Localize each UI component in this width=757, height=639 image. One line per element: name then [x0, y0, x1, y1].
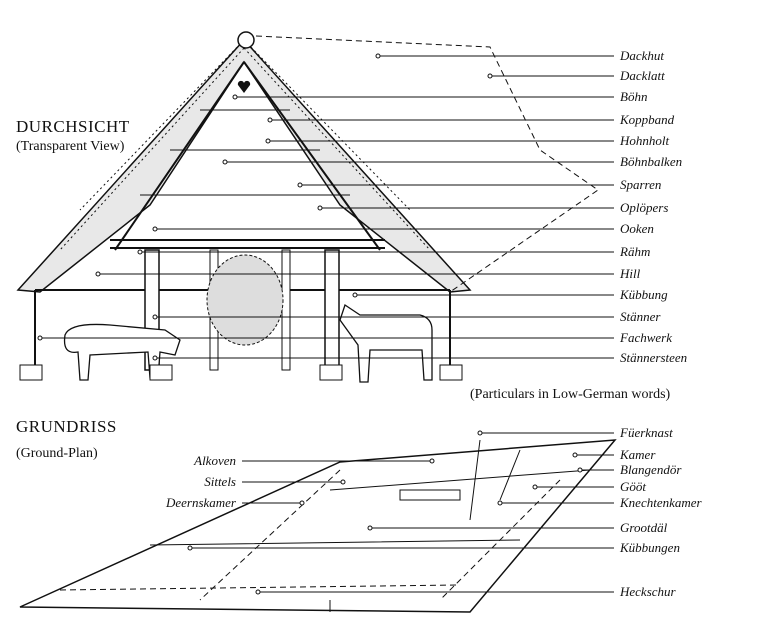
plan-label-list-right: FüerknastKamerBlangendörGöötKnechtenkame…: [187, 425, 703, 599]
hay-pile: [206, 254, 284, 346]
label-heckschur: Heckschur: [619, 584, 677, 599]
cow-right: [339, 303, 433, 383]
leader-dot: [299, 500, 305, 506]
label-grootdl: Grootdäl: [620, 520, 668, 535]
label-fachwerk: Fachwerk: [619, 330, 672, 345]
label-rhm: Rähm: [619, 244, 650, 259]
leader-dot: [487, 73, 493, 79]
leader-dot: [352, 292, 358, 298]
plan-title: GRUNDRISS: [16, 417, 117, 436]
plan-room-walls: [329, 439, 591, 521]
leader-dot: [532, 484, 538, 490]
wall-plate-beams: [110, 239, 385, 249]
leader-dot: [255, 589, 261, 595]
leader-dot: [232, 94, 238, 100]
house-section-drawing: [16, 31, 599, 383]
heart-ornament-icon: [237, 80, 251, 93]
label-kbbung: Kübbung: [619, 287, 668, 302]
leader-dot: [265, 138, 271, 144]
label-stnner: Stänner: [620, 309, 661, 324]
label-ooken: Ooken: [620, 221, 654, 236]
label-sittels: Sittels: [204, 474, 236, 489]
foundation-stone: [19, 364, 43, 381]
leader-dot: [95, 271, 101, 277]
label-koppband: Koppband: [619, 112, 675, 127]
label-bhn: Böhn: [620, 89, 647, 104]
leader-dot: [152, 314, 158, 320]
collar-beams: [140, 109, 350, 196]
label-dacklatt: Dacklatt: [619, 68, 665, 83]
label-oplpers: Oplöpers: [620, 200, 668, 215]
label-stnnersteen: Stännersteen: [620, 350, 687, 365]
thatched-roof: [16, 38, 472, 293]
inner-post-right: [281, 249, 291, 371]
post-right: [324, 249, 340, 371]
leader-dot: [152, 355, 158, 361]
foundation-stone: [319, 364, 343, 381]
label-hill: Hill: [619, 266, 641, 281]
language-note: (Particulars in Low-German words): [470, 387, 671, 402]
leader-dot: [267, 117, 273, 123]
label-sparren: Sparren: [620, 177, 661, 192]
plan-outline: [19, 439, 617, 613]
foundation-stone: [149, 364, 173, 381]
label-gt: Gööt: [620, 479, 646, 494]
rafters: [114, 61, 381, 251]
plan-aisle-lines: [149, 539, 521, 612]
label-bhnbalken: Böhnbalken: [620, 154, 682, 169]
label-hohnholt: Hohnholt: [619, 133, 670, 148]
leader-dot: [572, 452, 578, 458]
label-deernskamer: Deernskamer: [165, 495, 237, 510]
label-dackhut: Dackhut: [619, 48, 664, 63]
label-blangendr: Blangendör: [620, 462, 682, 477]
label-kbbungen: Kübbungen: [619, 540, 680, 555]
ground-plan-drawing: [19, 439, 617, 613]
leader-dot: [297, 182, 303, 188]
view-subtitle: (Transparent View): [16, 139, 125, 154]
label-ferknast: Füerknast: [619, 425, 673, 440]
label-alkoven: Alkoven: [193, 453, 236, 468]
leader-dot: [429, 458, 435, 464]
leader-dot: [37, 335, 43, 341]
leader-dot: [375, 53, 381, 59]
leader-dot: [152, 226, 158, 232]
leader-dot: [477, 430, 483, 436]
view-title: DURCHSICHT: [16, 117, 130, 136]
label-knechtenkamer: Knechtenkamer: [619, 495, 703, 510]
plan-subtitle: (Ground-Plan): [16, 446, 98, 461]
leader-dot: [317, 205, 323, 211]
view-label-list: DackhutDacklattBöhnKoppbandHohnholtBöhnb…: [37, 48, 687, 365]
leader-dot: [340, 479, 346, 485]
leader-dot: [497, 500, 503, 506]
leader-dot: [222, 159, 228, 165]
leader-dot: [187, 545, 193, 551]
roof-ridge-cap: [237, 31, 255, 49]
foundation-stone: [439, 364, 463, 381]
leader-dot: [137, 249, 143, 255]
leader-dot: [367, 525, 373, 531]
label-kamer: Kamer: [619, 447, 656, 462]
leader-dot: [577, 467, 583, 473]
